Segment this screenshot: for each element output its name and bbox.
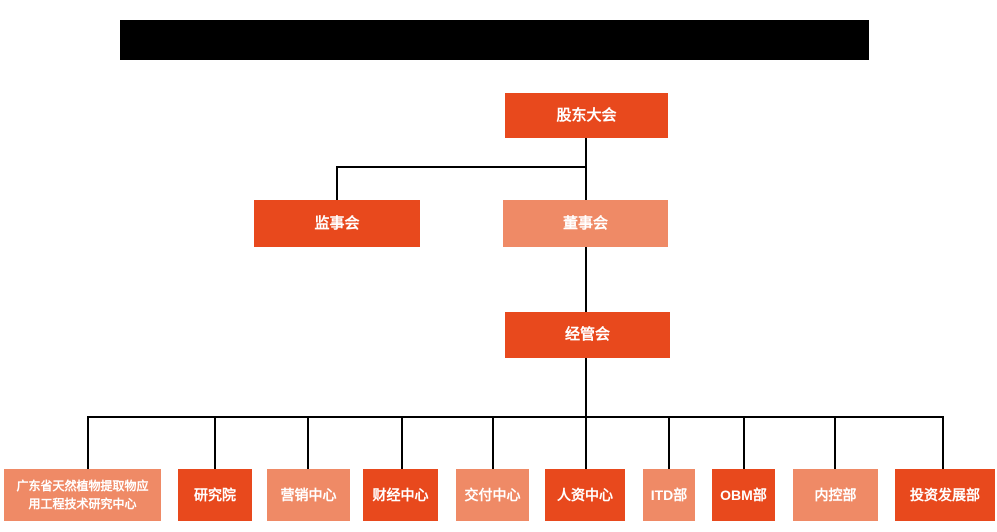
org-node-research-institute: 研究院 (178, 469, 252, 521)
connector-drop-marketing-center (307, 417, 309, 469)
org-node-investment-development-department: 投资发展部 (895, 469, 995, 521)
connector-supervisors-drop (336, 166, 338, 200)
connector-management-to-bus (585, 358, 587, 418)
org-node-shareholders-meeting: 股东大会 (505, 93, 668, 138)
connector-shareholders-down (585, 138, 587, 201)
org-node-research-center: 广东省天然植物提取物应用工程技术研究中心 (4, 469, 161, 521)
connector-drop-research-institute (214, 417, 216, 469)
org-node-board-of-supervisors: 监事会 (254, 200, 420, 247)
org-node-obm-department: OBM部 (712, 469, 775, 521)
connector-bottom-bus (87, 416, 944, 418)
org-node-management-committee: 经管会 (505, 312, 670, 358)
org-node-delivery-center: 交付中心 (456, 469, 529, 521)
connector-directors-to-management (585, 247, 587, 312)
connector-row2-horizontal (336, 166, 587, 168)
org-node-marketing-center: 营销中心 (267, 469, 350, 521)
connector-drop-investment-development (942, 417, 944, 469)
connector-drop-itd-department (668, 417, 670, 469)
org-node-itd-department: ITD部 (643, 469, 695, 521)
org-node-hr-center: 人资中心 (545, 469, 625, 521)
org-node-board-of-directors: 董事会 (503, 200, 668, 247)
connector-drop-research-center (87, 417, 89, 469)
connector-drop-obm-department (743, 417, 745, 469)
org-node-internal-control-department: 内控部 (793, 469, 878, 521)
redacted-title-bar (120, 20, 869, 60)
org-node-finance-center: 财经中心 (363, 469, 438, 521)
connector-drop-internal-control (834, 417, 836, 469)
connector-drop-hr-center (585, 417, 587, 469)
connector-drop-finance-center (401, 417, 403, 469)
connector-drop-delivery-center (492, 417, 494, 469)
